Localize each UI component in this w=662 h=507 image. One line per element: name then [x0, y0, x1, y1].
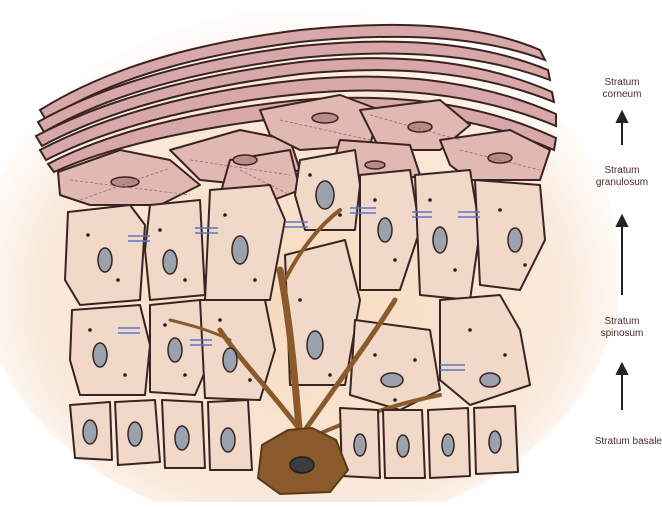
- stratum-spinosum-label: Stratum spinosum: [572, 316, 662, 340]
- label-line: Stratum: [572, 316, 662, 328]
- spinous-cell: [415, 170, 480, 300]
- nucleus: [128, 422, 142, 446]
- nucleus: [408, 122, 432, 132]
- spinous-cell: [145, 200, 205, 300]
- nucleus: [83, 420, 97, 444]
- label-line: Stratum: [572, 165, 662, 177]
- nucleus: [221, 428, 235, 452]
- nucleus: [168, 338, 182, 362]
- nucleus: [232, 236, 248, 264]
- nucleus: [365, 161, 385, 169]
- melanocyte-nucleus: [290, 457, 314, 473]
- label-line: Stratum: [572, 77, 662, 89]
- nucleus: [233, 155, 257, 165]
- nucleus: [307, 331, 323, 359]
- nucleus: [397, 435, 409, 457]
- stratum-granulosum-label: Stratum granulosum: [572, 165, 662, 189]
- spinous-cell: [70, 305, 150, 395]
- nucleus: [163, 250, 177, 274]
- nucleus: [508, 228, 522, 252]
- nucleus: [442, 434, 454, 456]
- label-line: spinosum: [572, 328, 662, 340]
- nucleus: [93, 343, 107, 367]
- nucleus: [312, 113, 338, 123]
- nucleus: [489, 431, 501, 453]
- nucleus: [381, 373, 403, 387]
- stratum-basale-label: Stratum basale: [572, 436, 662, 448]
- nucleus: [316, 181, 334, 209]
- nucleus: [98, 248, 112, 272]
- nucleus: [223, 348, 237, 372]
- label-line: corneum: [572, 89, 662, 101]
- nucleus: [175, 426, 189, 450]
- nucleus: [378, 218, 392, 242]
- label-line: granulosum: [572, 177, 662, 189]
- nucleus: [480, 373, 500, 387]
- label-line: Stratum basale: [572, 436, 662, 448]
- nucleus: [354, 434, 366, 456]
- stratum-corneum-label: Stratum corneum: [572, 77, 662, 101]
- nucleus: [433, 227, 447, 253]
